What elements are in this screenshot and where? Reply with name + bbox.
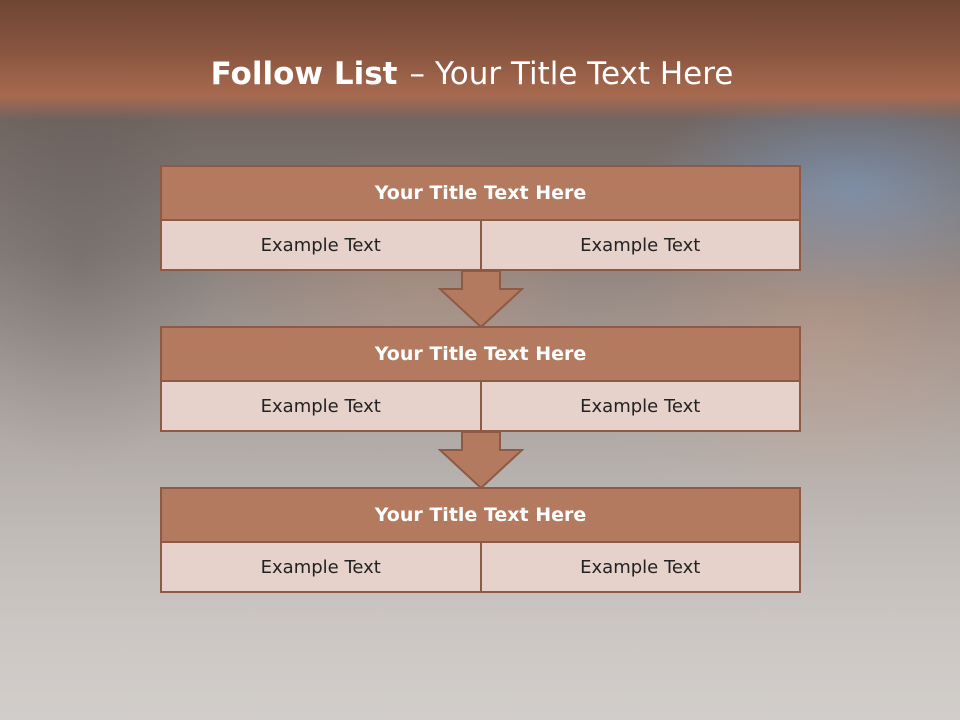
block-cell-left: Example Text xyxy=(260,395,381,417)
block-cells: Example Text Example Text xyxy=(160,382,801,432)
title-bar xyxy=(0,0,960,120)
block-title: Your Title Text Here xyxy=(160,165,801,221)
slide-title-bold: Follow List xyxy=(210,56,398,92)
list-block-1: Your Title Text Here Example Text Exampl… xyxy=(160,165,801,271)
list-block-3: Your Title Text Here Example Text Exampl… xyxy=(160,487,801,593)
down-arrow-icon xyxy=(438,271,524,329)
list-block-2: Your Title Text Here Example Text Exampl… xyxy=(160,326,801,432)
block-cell-left: Example Text xyxy=(260,234,381,256)
block-title: Your Title Text Here xyxy=(160,487,801,543)
block-cell-right: Example Text xyxy=(479,382,800,430)
slide-title-separator: – xyxy=(409,56,425,92)
block-cells: Example Text Example Text xyxy=(160,543,801,593)
block-cell-left: Example Text xyxy=(260,556,381,578)
block-cell-right: Example Text xyxy=(479,543,800,591)
slide-title-rest: Your Title Text Here xyxy=(434,56,734,92)
down-arrow-icon xyxy=(438,432,524,490)
block-cells: Example Text Example Text xyxy=(160,221,801,271)
block-cell-right: Example Text xyxy=(479,221,800,269)
slide-title: Follow List–Your Title Text Here xyxy=(0,56,944,92)
block-title: Your Title Text Here xyxy=(160,326,801,382)
